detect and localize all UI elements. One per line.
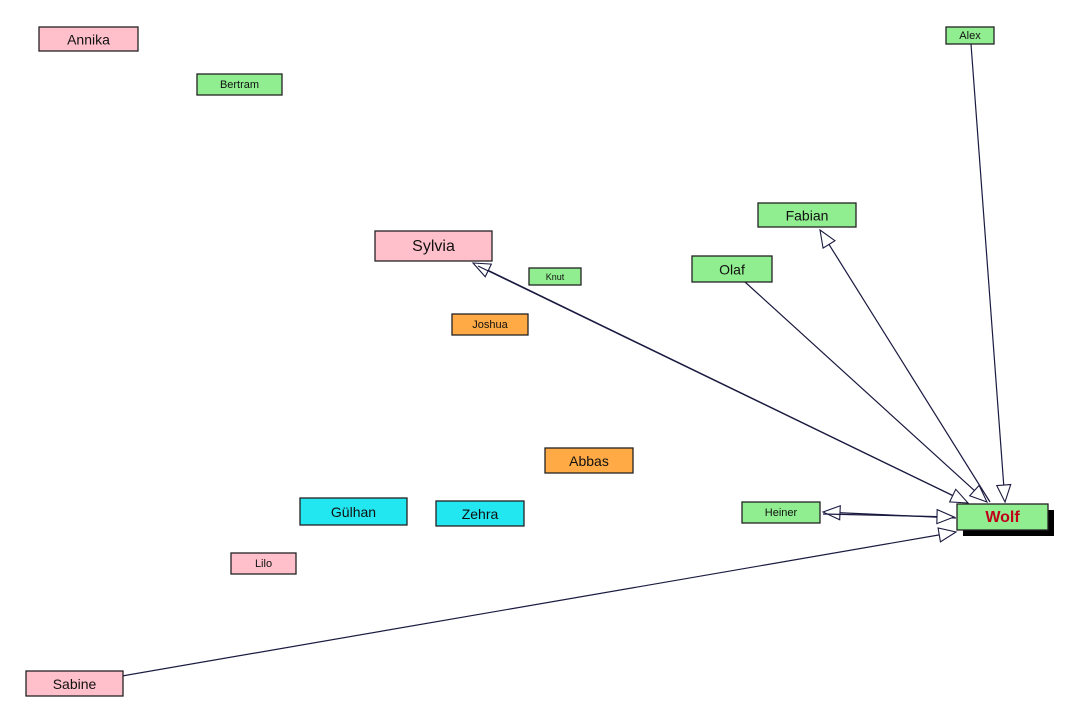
node-box[interactable]	[544, 447, 634, 474]
node-annika[interactable]: Annika	[38, 26, 139, 52]
node-box[interactable]	[451, 313, 529, 336]
edge-line	[121, 534, 940, 677]
node-box[interactable]	[691, 255, 773, 283]
edge-sabine-to-wolf	[121, 527, 958, 677]
node-label: Gülhan	[331, 504, 376, 520]
edge-line	[970, 43, 1005, 486]
node-abbas[interactable]: Abbas	[544, 447, 634, 474]
edge-olaf-to-wolf	[744, 281, 989, 503]
node-label: Sabine	[53, 676, 97, 692]
edge-line	[477, 265, 953, 497]
node-knut[interactable]: Knut	[528, 267, 582, 286]
node-label: Fabian	[786, 208, 829, 224]
node-label: Olaf	[719, 262, 745, 278]
edge-wolf-to-heiner	[821, 504, 957, 521]
node-label: Joshua	[472, 319, 508, 331]
node-lilo[interactable]: Lilo	[230, 552, 297, 575]
edge-line	[828, 244, 991, 503]
arrow-head-icon	[819, 228, 836, 250]
node-label: Heiner	[765, 507, 798, 519]
arrow-head-icon	[937, 527, 958, 543]
node-guelhan[interactable]: Gülhan	[299, 497, 408, 526]
node-box[interactable]	[528, 267, 582, 286]
node-box[interactable]	[299, 497, 408, 526]
node-box[interactable]	[230, 552, 297, 575]
arrow-head-icon	[948, 488, 970, 504]
node-olaf[interactable]: Olaf	[691, 255, 773, 283]
arrow-head-icon	[936, 508, 956, 525]
node-wolf[interactable]: Wolf	[956, 503, 1054, 536]
node-label: Sylvia	[412, 238, 455, 255]
node-alex[interactable]: Alex	[945, 26, 995, 45]
node-joshua[interactable]: Joshua	[451, 313, 529, 336]
arrow-head-icon	[968, 484, 989, 503]
node-label: Annika	[67, 32, 110, 48]
node-label: Knut	[546, 272, 565, 282]
arrow-head-icon	[471, 262, 493, 278]
node-label: Wolf	[985, 509, 1020, 526]
arrow-head-icon	[995, 483, 1012, 504]
edge-layer	[121, 43, 1012, 677]
edge-line	[822, 513, 938, 518]
node-heiner[interactable]: Heiner	[741, 501, 821, 524]
node-sylvia[interactable]: Sylvia	[374, 230, 493, 262]
node-label: Lilo	[255, 558, 272, 570]
node-box[interactable]	[25, 670, 124, 697]
node-label: Alex	[959, 30, 981, 42]
node-box[interactable]	[757, 202, 857, 228]
node-box[interactable]	[38, 26, 139, 52]
edge-wolf-to-fabian	[819, 228, 991, 503]
arrow-head-icon	[821, 504, 841, 521]
node-label: Bertram	[220, 79, 259, 91]
node-bertram[interactable]: Bertram	[196, 73, 283, 96]
node-fabian[interactable]: Fabian	[757, 202, 857, 228]
node-box[interactable]	[741, 501, 821, 524]
edge-alex-to-wolf	[970, 43, 1012, 504]
node-label: Zehra	[462, 506, 499, 522]
edge-sylvia-to-wolf	[477, 265, 970, 504]
node-label: Abbas	[569, 453, 609, 469]
node-zehra[interactable]: Zehra	[435, 500, 525, 527]
edge-heiner-to-wolf	[822, 508, 956, 525]
node-sabine[interactable]: Sabine	[25, 670, 124, 697]
node-box[interactable]	[374, 230, 493, 262]
node-box[interactable]	[956, 503, 1049, 531]
node-box[interactable]	[196, 73, 283, 96]
node-box[interactable]	[945, 26, 995, 45]
node-box[interactable]	[435, 500, 525, 527]
edge-line	[744, 281, 975, 492]
